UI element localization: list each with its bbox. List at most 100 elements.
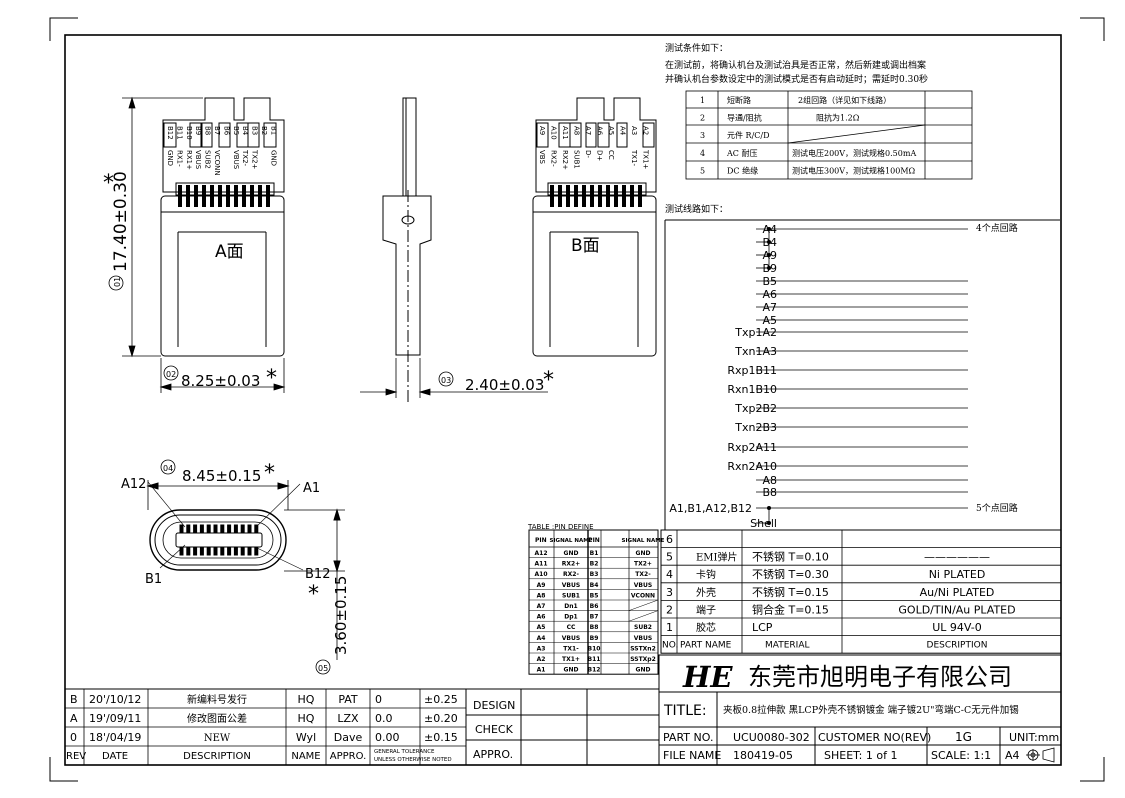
b-face-signal: SUB1 [573, 150, 581, 169]
a-face-signal: TX2+ [251, 149, 259, 170]
dim-bubble-05 [315, 659, 331, 675]
pin-table-header: SIGNAL NAME [550, 538, 593, 544]
dimension-lines [122, 96, 548, 398]
circuit-label: A5 [762, 314, 777, 327]
b-face-signal: RX2+ [561, 150, 569, 170]
bom-part: 外壳 [696, 586, 716, 599]
test-row-spec: 阻抗为1.2Ω [816, 113, 860, 123]
a-face-signal: VBUS [232, 150, 240, 170]
a-face-pin: B10 [185, 126, 193, 140]
pin-table-cell: Dp1 [564, 614, 577, 621]
pin-table-cell: B3 [590, 571, 599, 578]
test-table [685, 90, 973, 180]
pin-table-cell: A9 [537, 582, 546, 589]
circuit-label: A7 [762, 301, 777, 314]
a-face-pin: B9 [194, 126, 202, 135]
circuit-label: Txn1A3 [734, 345, 777, 358]
rev-value: 0 [375, 693, 382, 706]
a-face-pin: B3 [251, 126, 259, 135]
dim-2-40: 2.40±0.03 [465, 376, 544, 394]
pin-table-cell: GND [636, 667, 651, 674]
a-face-signal: VBUS [194, 150, 202, 170]
contact-top [193, 524, 198, 533]
bom-desc: Ni PLATED [929, 568, 986, 581]
customer-label: CUSTOMER NO(REV) [818, 731, 931, 744]
bom-no: 1 [666, 621, 673, 634]
dim-bubble-01-text: 01 [113, 277, 122, 287]
unit: UNIT:mm [1009, 731, 1059, 744]
bom-material: 铜合金 T=0.15 [752, 602, 829, 616]
b-face-pin: A7 [584, 126, 592, 135]
bom-part: 胶芯 [696, 621, 716, 634]
pin-table-cell: B2 [590, 561, 599, 568]
circuit-label: Txp2B2 [734, 402, 777, 415]
bom-part: 端子 [696, 603, 716, 616]
b-face-pin: A11 [561, 126, 569, 140]
dim-bubble-04 [160, 459, 176, 475]
revision: 1G [955, 730, 972, 744]
dim-bubble-01 [108, 275, 124, 291]
rev-header: APPRO. [330, 751, 367, 762]
pin-table-cell: B5 [590, 592, 599, 599]
pin-table-cell: B7 [590, 614, 599, 621]
rev-appr: PAT [338, 693, 358, 706]
bom-material: 不锈钢 T=0.30 [752, 568, 829, 581]
pin-table-cell: B9 [590, 635, 599, 642]
pin-table-header: PIN [535, 537, 547, 544]
b-face-signal: VBS [538, 150, 546, 164]
dim-star-3: * [543, 368, 554, 393]
pin-table-cell: B4 [590, 582, 599, 589]
a-face-signal: RX1+ [185, 150, 193, 170]
circuit-label: Rxp1B11 [727, 364, 777, 377]
rev-desc: NEW [204, 733, 231, 744]
company-logo: HE [682, 660, 733, 694]
pin-table-cell: A1 [537, 667, 546, 674]
side-view [382, 97, 432, 402]
a-face-pin: B12 [166, 126, 174, 140]
bom-desc: Au/Ni PLATED [920, 586, 995, 599]
test-row-spec: 测试电压200V，测试规格0.50mA [792, 148, 916, 158]
b-face-signal: RX2- [550, 150, 558, 167]
dim-8-45: 8.45±0.15 [182, 467, 261, 485]
pin-table-cell: RX2+ [562, 561, 580, 568]
pin-table-cell: VBUS [562, 582, 580, 589]
scale: SCALE: 1:1 [931, 749, 991, 762]
dim-star-4: * [264, 461, 275, 486]
pin-table-cell: A6 [537, 614, 546, 621]
pin-table-header: PIN [588, 537, 600, 544]
b-face-pin: A5 [607, 126, 615, 135]
test-conditions: 测试条件如下： 在测试前，将确认机台及测试治具是否正常，然后新建或调出档案 并确… [665, 42, 928, 85]
design-label: DESIGN [473, 699, 515, 712]
loop-5-label: 5个点回路 [976, 502, 1018, 514]
file-name: 180419-05 [733, 749, 793, 762]
test-heading: 测试条件如下： [665, 42, 728, 54]
circuit-label: Txp1A2 [734, 326, 777, 339]
dim-17-40: 17.40±0.30 [111, 171, 131, 272]
a-face-pin: B5 [232, 126, 240, 135]
pin-table-cell: A2 [537, 656, 546, 663]
contact-bottom [186, 547, 191, 556]
dim-bubble-02-text: 02 [166, 370, 176, 379]
test-row-item: AC 耐压 [726, 148, 757, 158]
rev-date: 18'/04/19 [89, 731, 141, 744]
test-row-no: 3 [700, 131, 705, 140]
b-face-view [532, 97, 657, 357]
pin-table-cell: A3 [537, 645, 546, 652]
pin-table-cell: A5 [537, 624, 546, 631]
pin-table-cell: Dn1 [564, 603, 577, 610]
pin-table-cell: B6 [590, 603, 599, 610]
contact-top [233, 524, 238, 533]
approval-block [465, 688, 660, 766]
bom-material: LCP [752, 621, 773, 634]
rev-appr: LZX [337, 712, 359, 725]
contact-top [240, 524, 245, 533]
pin-table-cell: B8 [590, 624, 599, 631]
pin-table-cell: VBUS [562, 635, 580, 642]
circuit-label: A8 [762, 474, 777, 487]
a-face-view [160, 97, 285, 357]
pin-table-cell: SUB2 [634, 624, 652, 631]
circuit-heading: 测试线路如下： [665, 203, 728, 215]
rev-header-tolerance: UNLESS OTHERWISE NOTED [374, 757, 452, 763]
dim-bubble-04-text: 04 [163, 464, 173, 473]
